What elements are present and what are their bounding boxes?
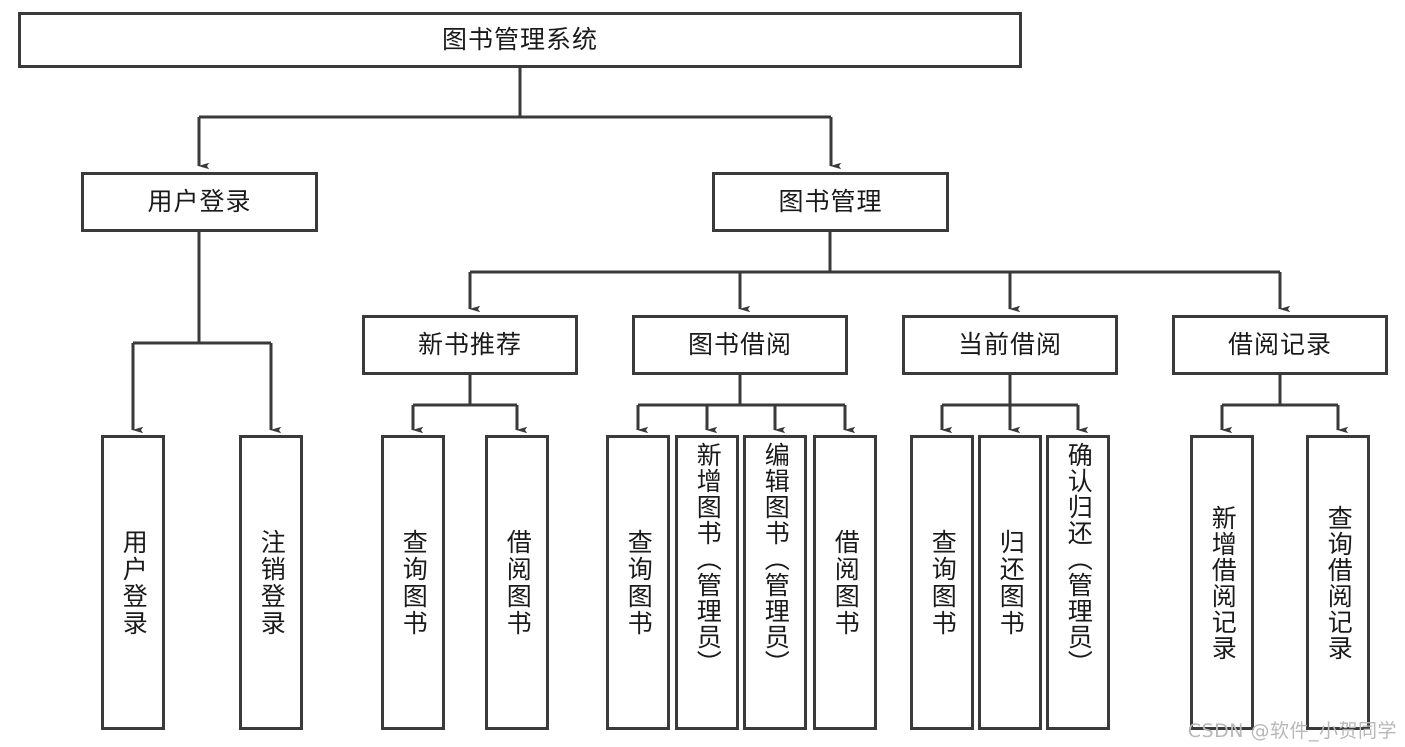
leaf-borrow-edit-book-label: 编辑图书（管理员） bbox=[761, 442, 791, 676]
leaf-borrow-add-book[interactable]: 新增图书（管理员） bbox=[675, 435, 739, 730]
leaf-current-confirm-return[interactable]: 确认归还（管理员） bbox=[1046, 435, 1110, 730]
node-new-book-recommend[interactable]: 新书推荐 bbox=[362, 315, 578, 375]
leaf-borrow-borrow-book-label: 借阅图书 bbox=[831, 528, 861, 637]
leaf-user-login-login[interactable]: 用户登录 bbox=[101, 435, 165, 730]
node-root-label: 图书管理系统 bbox=[441, 25, 598, 55]
leaf-current-confirm-return-label: 确认归还（管理员） bbox=[1064, 442, 1094, 676]
node-borrow-record[interactable]: 借阅记录 bbox=[1172, 315, 1388, 375]
leaf-recommend-query-book-label: 查询图书 bbox=[399, 528, 429, 637]
leaf-record-add-record[interactable]: 新增借阅记录 bbox=[1190, 435, 1254, 730]
node-book-borrow[interactable]: 图书借阅 bbox=[632, 315, 848, 375]
leaf-recommend-query-book[interactable]: 查询图书 bbox=[381, 435, 445, 730]
leaf-borrow-add-book-label: 新增图书（管理员） bbox=[693, 442, 723, 676]
leaf-current-query-book[interactable]: 查询图书 bbox=[910, 435, 974, 730]
leaf-current-query-book-label: 查询图书 bbox=[928, 528, 958, 637]
leaf-user-login-logout-label: 注销登录 bbox=[257, 528, 287, 637]
leaf-borrow-query-book[interactable]: 查询图书 bbox=[606, 435, 670, 730]
node-root[interactable]: 图书管理系统 bbox=[18, 12, 1022, 68]
node-current-borrow[interactable]: 当前借阅 bbox=[902, 315, 1118, 375]
leaf-record-query-record-label: 查询借阅记录 bbox=[1324, 504, 1354, 661]
leaf-current-return-book[interactable]: 归还图书 bbox=[978, 435, 1042, 730]
leaf-recommend-borrow-book[interactable]: 借阅图书 bbox=[485, 435, 549, 730]
leaf-record-query-record[interactable]: 查询借阅记录 bbox=[1306, 435, 1370, 730]
leaf-record-add-record-label: 新增借阅记录 bbox=[1208, 504, 1238, 661]
leaf-recommend-borrow-book-label: 借阅图书 bbox=[503, 528, 533, 637]
leaf-user-login-login-label: 用户登录 bbox=[119, 528, 149, 637]
node-book-management-label: 图书管理 bbox=[778, 187, 883, 217]
node-current-borrow-label: 当前借阅 bbox=[957, 330, 1062, 360]
leaf-borrow-borrow-book[interactable]: 借阅图书 bbox=[813, 435, 877, 730]
node-book-borrow-label: 图书借阅 bbox=[687, 330, 792, 360]
node-book-management[interactable]: 图书管理 bbox=[712, 172, 949, 232]
leaf-borrow-query-book-label: 查询图书 bbox=[624, 528, 654, 637]
leaf-borrow-edit-book[interactable]: 编辑图书（管理员） bbox=[743, 435, 807, 730]
node-user-login-label: 用户登录 bbox=[147, 187, 252, 217]
csdn-watermark: CSDN @软件_小贺同学 bbox=[1187, 720, 1397, 742]
leaf-current-return-book-label: 归还图书 bbox=[996, 528, 1026, 637]
leaf-user-login-logout[interactable]: 注销登录 bbox=[239, 435, 303, 730]
node-new-book-recommend-label: 新书推荐 bbox=[417, 330, 522, 360]
node-borrow-record-label: 借阅记录 bbox=[1227, 330, 1332, 360]
node-user-login[interactable]: 用户登录 bbox=[81, 172, 318, 232]
